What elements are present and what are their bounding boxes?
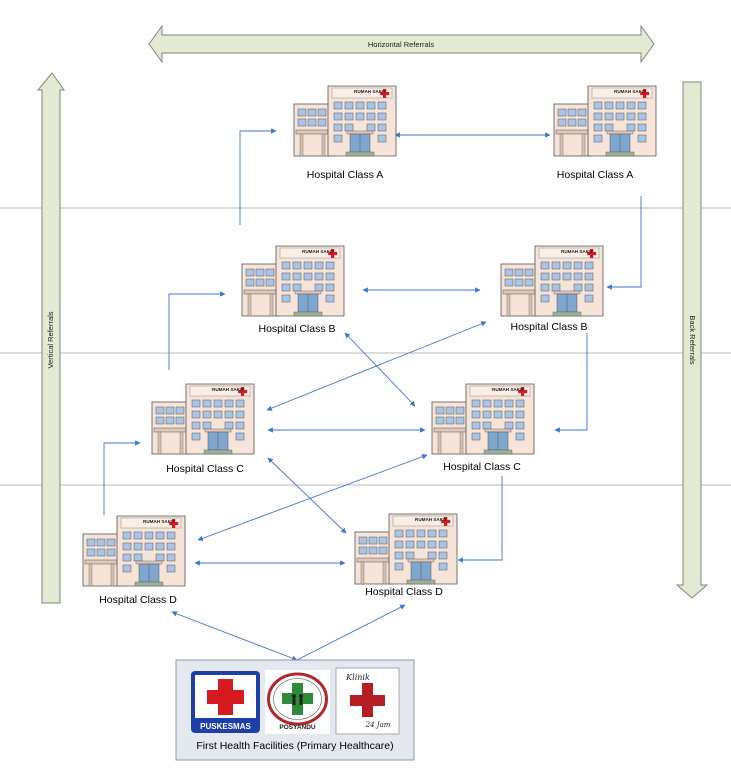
- hospital-sign: RUMAH SAKIT: [614, 89, 646, 94]
- hospital-sign: RUMAH SAKIT: [561, 249, 593, 254]
- hospital-label: Hospital Class B: [258, 323, 335, 335]
- hospital-c-right: RUMAH SAKIT Hospital Class C: [431, 383, 535, 473]
- hospital-b-right: RUMAH SAKIT Hospital Class B: [500, 245, 604, 333]
- hospital-label: Hospital Class C: [166, 463, 244, 475]
- primary-healthcare-box: PUSKESMAS POSYANDU Klinik 24 Jam First H…: [175, 659, 415, 761]
- hospital-label: Hospital Class C: [443, 461, 521, 473]
- horizontal-referrals-arrow: Horizontal Referrals: [148, 24, 655, 64]
- hospital-label: Hospital Class D: [99, 594, 177, 606]
- hospital-label: Hospital Class B: [510, 321, 587, 333]
- vertical-referrals-arrow: Vertical Referrals: [36, 72, 65, 604]
- puskesmas-logo: PUSKESMAS: [191, 671, 260, 733]
- hospital-sign: RUMAH SAKIT: [492, 387, 524, 392]
- klinik-logo: Klinik 24 Jam: [335, 667, 400, 735]
- primary-healthcare-label: First Health Facilities (Primary Healthc…: [196, 740, 393, 752]
- klinik-top-label: Klinik: [345, 673, 370, 682]
- hospital-a-left: RUMAH SAKIT Hospital Class A: [293, 85, 397, 181]
- posyandu-label: POSYANDU: [279, 724, 316, 731]
- hospital-sign: RUMAH SAKIT: [302, 249, 334, 254]
- hospital-sign: RUMAH SAKIT: [143, 519, 175, 524]
- back-referrals-label: Back Referrals: [688, 315, 697, 364]
- hospital-label: Hospital Class D: [365, 586, 443, 598]
- referral-connectors: [103, 128, 642, 661]
- hospital-a-right: RUMAH SAKIT Hospital Class A: [553, 85, 657, 181]
- vertical-referrals-label: Vertical Referrals: [46, 311, 55, 368]
- hospital-label: Hospital Class A: [307, 169, 383, 181]
- hospital-d-right: RUMAH SAKIT Hospital Class D: [354, 513, 458, 598]
- posyandu-logo: POSYANDU: [265, 670, 330, 734]
- klinik-bottom-label: 24 Jam: [365, 721, 391, 729]
- hospital-sign: RUMAH SAKIT: [212, 387, 244, 392]
- hospital-c-left: RUMAH SAKIT Hospital Class C: [151, 383, 255, 475]
- horizontal-referrals-label: Horizontal Referrals: [368, 40, 435, 49]
- puskesmas-label: PUSKESMAS: [200, 722, 251, 731]
- back-referrals-arrow: Back Referrals: [675, 81, 709, 599]
- hospital-sign: RUMAH SAKIT: [415, 517, 447, 522]
- hospital-b-left: RUMAH SAKIT Hospital Class B: [241, 245, 345, 335]
- hospital-d-left: RUMAH SAKIT Hospital Class D: [82, 515, 186, 606]
- hospital-sign: RUMAH SAKIT: [354, 89, 386, 94]
- hospital-label: Hospital Class A: [557, 169, 633, 181]
